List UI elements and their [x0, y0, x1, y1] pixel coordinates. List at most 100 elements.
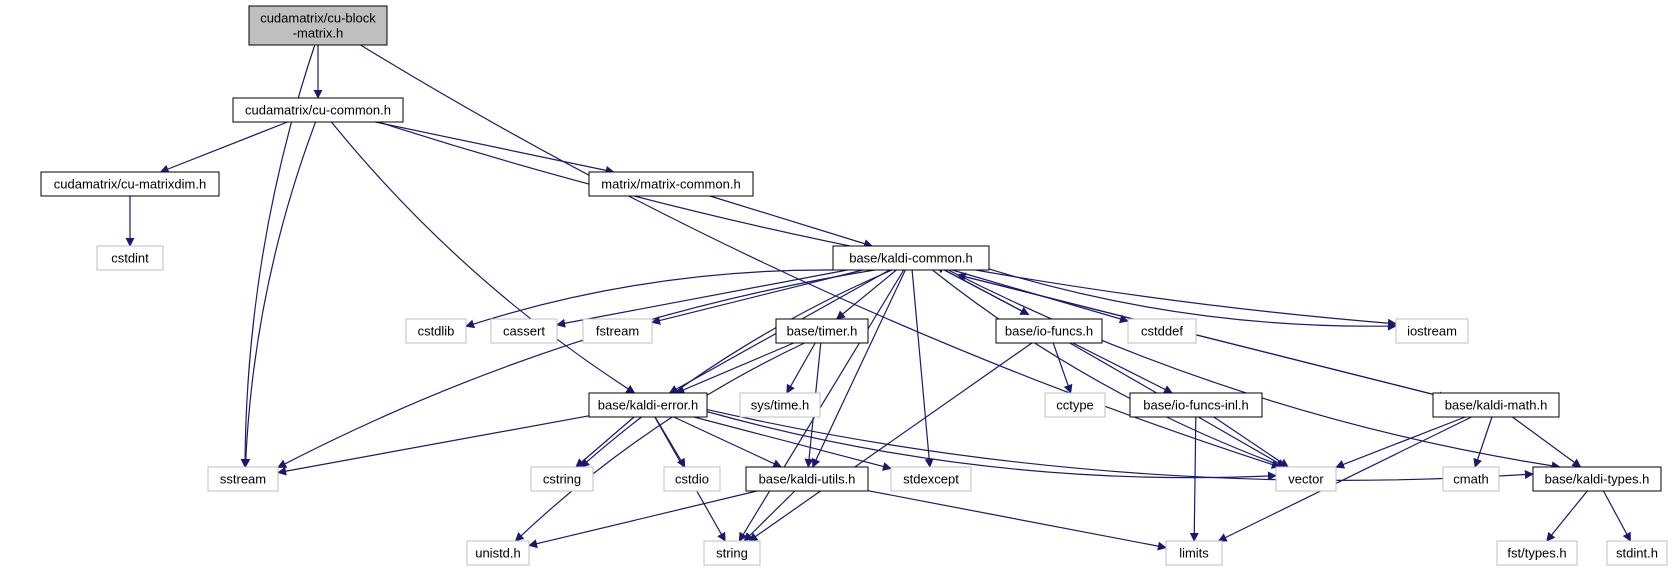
edge-line-kaldi-common-to-cassert [556, 269, 848, 328]
node-box-kaldi-utils [745, 466, 869, 492]
node-label-cstdint: cstdint [111, 251, 149, 266]
node-box-kaldi-math [1432, 392, 1560, 418]
node-label-kaldi-types: base/kaldi-types.h [1545, 472, 1650, 487]
edge-kaldi-common-to-stdexcept [911, 269, 934, 468]
edge-line-kaldi-common-to-cstdlib [465, 269, 834, 329]
edge-kaldi-types-to-stdint [1602, 490, 1632, 542]
nodes-layer: cudamatrix/cu-block-matrix.hcudamatrix/c… [40, 5, 1668, 566]
node-timer[interactable]: base/timer.h [775, 318, 869, 344]
node-cu-matrixdim[interactable]: cudamatrix/cu-matrixdim.h [40, 171, 220, 197]
node-label-cassert: cassert [503, 324, 545, 339]
node-box-string [703, 540, 761, 566]
edge-io-funcs-inl-to-limits [1189, 416, 1199, 542]
edge-matrix-common-to-kaldi-common [709, 195, 873, 248]
edge-kaldi-math-to-kaldi-types [1512, 416, 1582, 468]
node-kaldi-utils[interactable]: base/kaldi-utils.h [745, 466, 869, 492]
node-io-funcs-inl[interactable]: base/io-funcs-inl.h [1129, 392, 1263, 418]
node-label-cu-common: cudamatrix/cu-common.h [245, 103, 391, 118]
node-box-io-funcs [995, 318, 1103, 344]
node-cu-common[interactable]: cudamatrix/cu-common.h [232, 97, 404, 123]
node-label-io-funcs-inl: base/io-funcs-inl.h [1143, 398, 1249, 413]
node-box-unistd [466, 540, 530, 566]
edge-kaldi-common-to-cstring [580, 269, 893, 468]
node-label-cstdlib: cstdlib [418, 324, 455, 339]
node-vector: vector [1275, 466, 1337, 492]
edge-line-kaldi-common-to-iostream [988, 268, 1397, 331]
node-box-cstring [530, 466, 594, 492]
edge-line-kaldi-types-to-stdint [1602, 490, 1632, 542]
node-box-fstream [582, 318, 653, 344]
edge-line-cu-common-to-cu-matrixdim [159, 121, 288, 174]
edge-kaldi-common-to-iostream [988, 268, 1397, 331]
node-label-vector: vector [1288, 472, 1324, 487]
edge-line-kaldi-common-to-kaldi-types [947, 269, 1561, 471]
node-label-kaldi-utils: base/kaldi-utils.h [759, 472, 856, 487]
node-kaldi-common[interactable]: base/kaldi-common.h [832, 245, 990, 271]
edge-line-cu-common-to-matrix-common [375, 121, 615, 175]
edge-line-cu-common-to-kaldi-error [330, 121, 636, 394]
node-matrix-common[interactable]: matrix/matrix-common.h [588, 171, 754, 197]
edge-kaldi-utils-to-unistd [528, 490, 758, 549]
node-label-kaldi-common: base/kaldi-common.h [849, 251, 973, 266]
edge-line-kaldi-error-to-vector [706, 411, 1277, 481]
node-box-kaldi-error [588, 392, 708, 418]
node-sys-time: sys/time.h [739, 392, 821, 418]
node-box-sys-time [739, 392, 821, 418]
node-label-cmath: cmath [1453, 472, 1488, 487]
edge-line-timer-to-sys-time [786, 342, 816, 394]
edge-line-kaldi-math-to-limits [1217, 416, 1472, 542]
node-label-cstring: cstring [543, 472, 581, 487]
node-fst-types: fst/types.h [1496, 540, 1578, 566]
edge-line-timer-to-unistd [514, 342, 805, 542]
node-cassert: cassert [490, 318, 558, 344]
edge-line-kaldi-error-to-kaldi-utils [673, 416, 783, 468]
edge-line-kaldi-utils-to-string [743, 490, 796, 542]
node-cmath: cmath [1442, 466, 1500, 492]
node-box-stdint [1606, 540, 1668, 566]
edge-cu-common-to-kaldi-error [330, 121, 636, 394]
node-io-funcs[interactable]: base/io-funcs.h [995, 318, 1103, 344]
node-box-limits [1165, 540, 1223, 566]
node-label-cu-matrixdim: cudamatrix/cu-matrixdim.h [54, 177, 206, 192]
node-string: string [703, 540, 761, 566]
edge-kaldi-math-to-vector [1335, 416, 1466, 469]
edge-kaldi-types-to-fst-types [1546, 490, 1588, 542]
edge-kaldi-error-to-sstream [277, 415, 590, 476]
node-box-io-funcs-inl [1129, 392, 1263, 418]
edge-kaldi-common-to-string [738, 269, 905, 542]
edge-cu-common-to-sstream [241, 121, 317, 468]
node-box-sstream [207, 466, 279, 492]
edge-cu-common-to-iostream [378, 121, 1397, 328]
node-limits: limits [1165, 540, 1223, 566]
edge-timer-to-kaldi-error [675, 342, 795, 394]
edge-line-kaldi-common-to-stdexcept [911, 269, 934, 468]
edge-line-kaldi-math-to-vector [1335, 416, 1466, 469]
node-stdexcept: stdexcept [890, 466, 972, 492]
edge-kaldi-common-to-cassert [556, 269, 848, 328]
node-kaldi-types[interactable]: base/kaldi-types.h [1532, 466, 1662, 492]
node-box-cstdint [96, 245, 164, 271]
edge-line-io-funcs-inl-to-limits [1189, 416, 1199, 542]
edge-line-kaldi-error-to-kaldi-types [706, 409, 1534, 481]
node-kaldi-math[interactable]: base/kaldi-math.h [1432, 392, 1560, 418]
edge-line-kaldi-error-to-cstring [575, 416, 635, 468]
node-kaldi-error[interactable]: base/kaldi-error.h [588, 392, 708, 418]
node-box-cstdlib [405, 318, 467, 344]
edge-line-kaldi-types-to-fst-types [1546, 490, 1588, 542]
node-box-cctype [1044, 392, 1106, 418]
node-label-timer: base/timer.h [787, 324, 858, 339]
edge-kaldi-math-to-kaldi-common [956, 272, 1448, 399]
edge-line-kaldi-error-to-sstream [277, 415, 590, 476]
edge-line-cu-common-to-iostream [378, 121, 1397, 328]
edge-line-io-funcs-to-kaldi-common [935, 265, 1029, 316]
edge-io-funcs-to-cctype [1052, 342, 1073, 394]
node-cstring: cstring [530, 466, 594, 492]
node-box-kaldi-common [832, 245, 990, 271]
edge-line-kaldi-utils-to-limits [867, 490, 1167, 551]
node-box-cmath [1442, 466, 1500, 492]
node-box-vector [1275, 466, 1337, 492]
node-box-cu-matrixdim [40, 171, 220, 197]
node-cstdlib: cstdlib [405, 318, 467, 344]
node-box-matrix-common [588, 171, 754, 197]
node-iostream: iostream [1395, 318, 1469, 344]
